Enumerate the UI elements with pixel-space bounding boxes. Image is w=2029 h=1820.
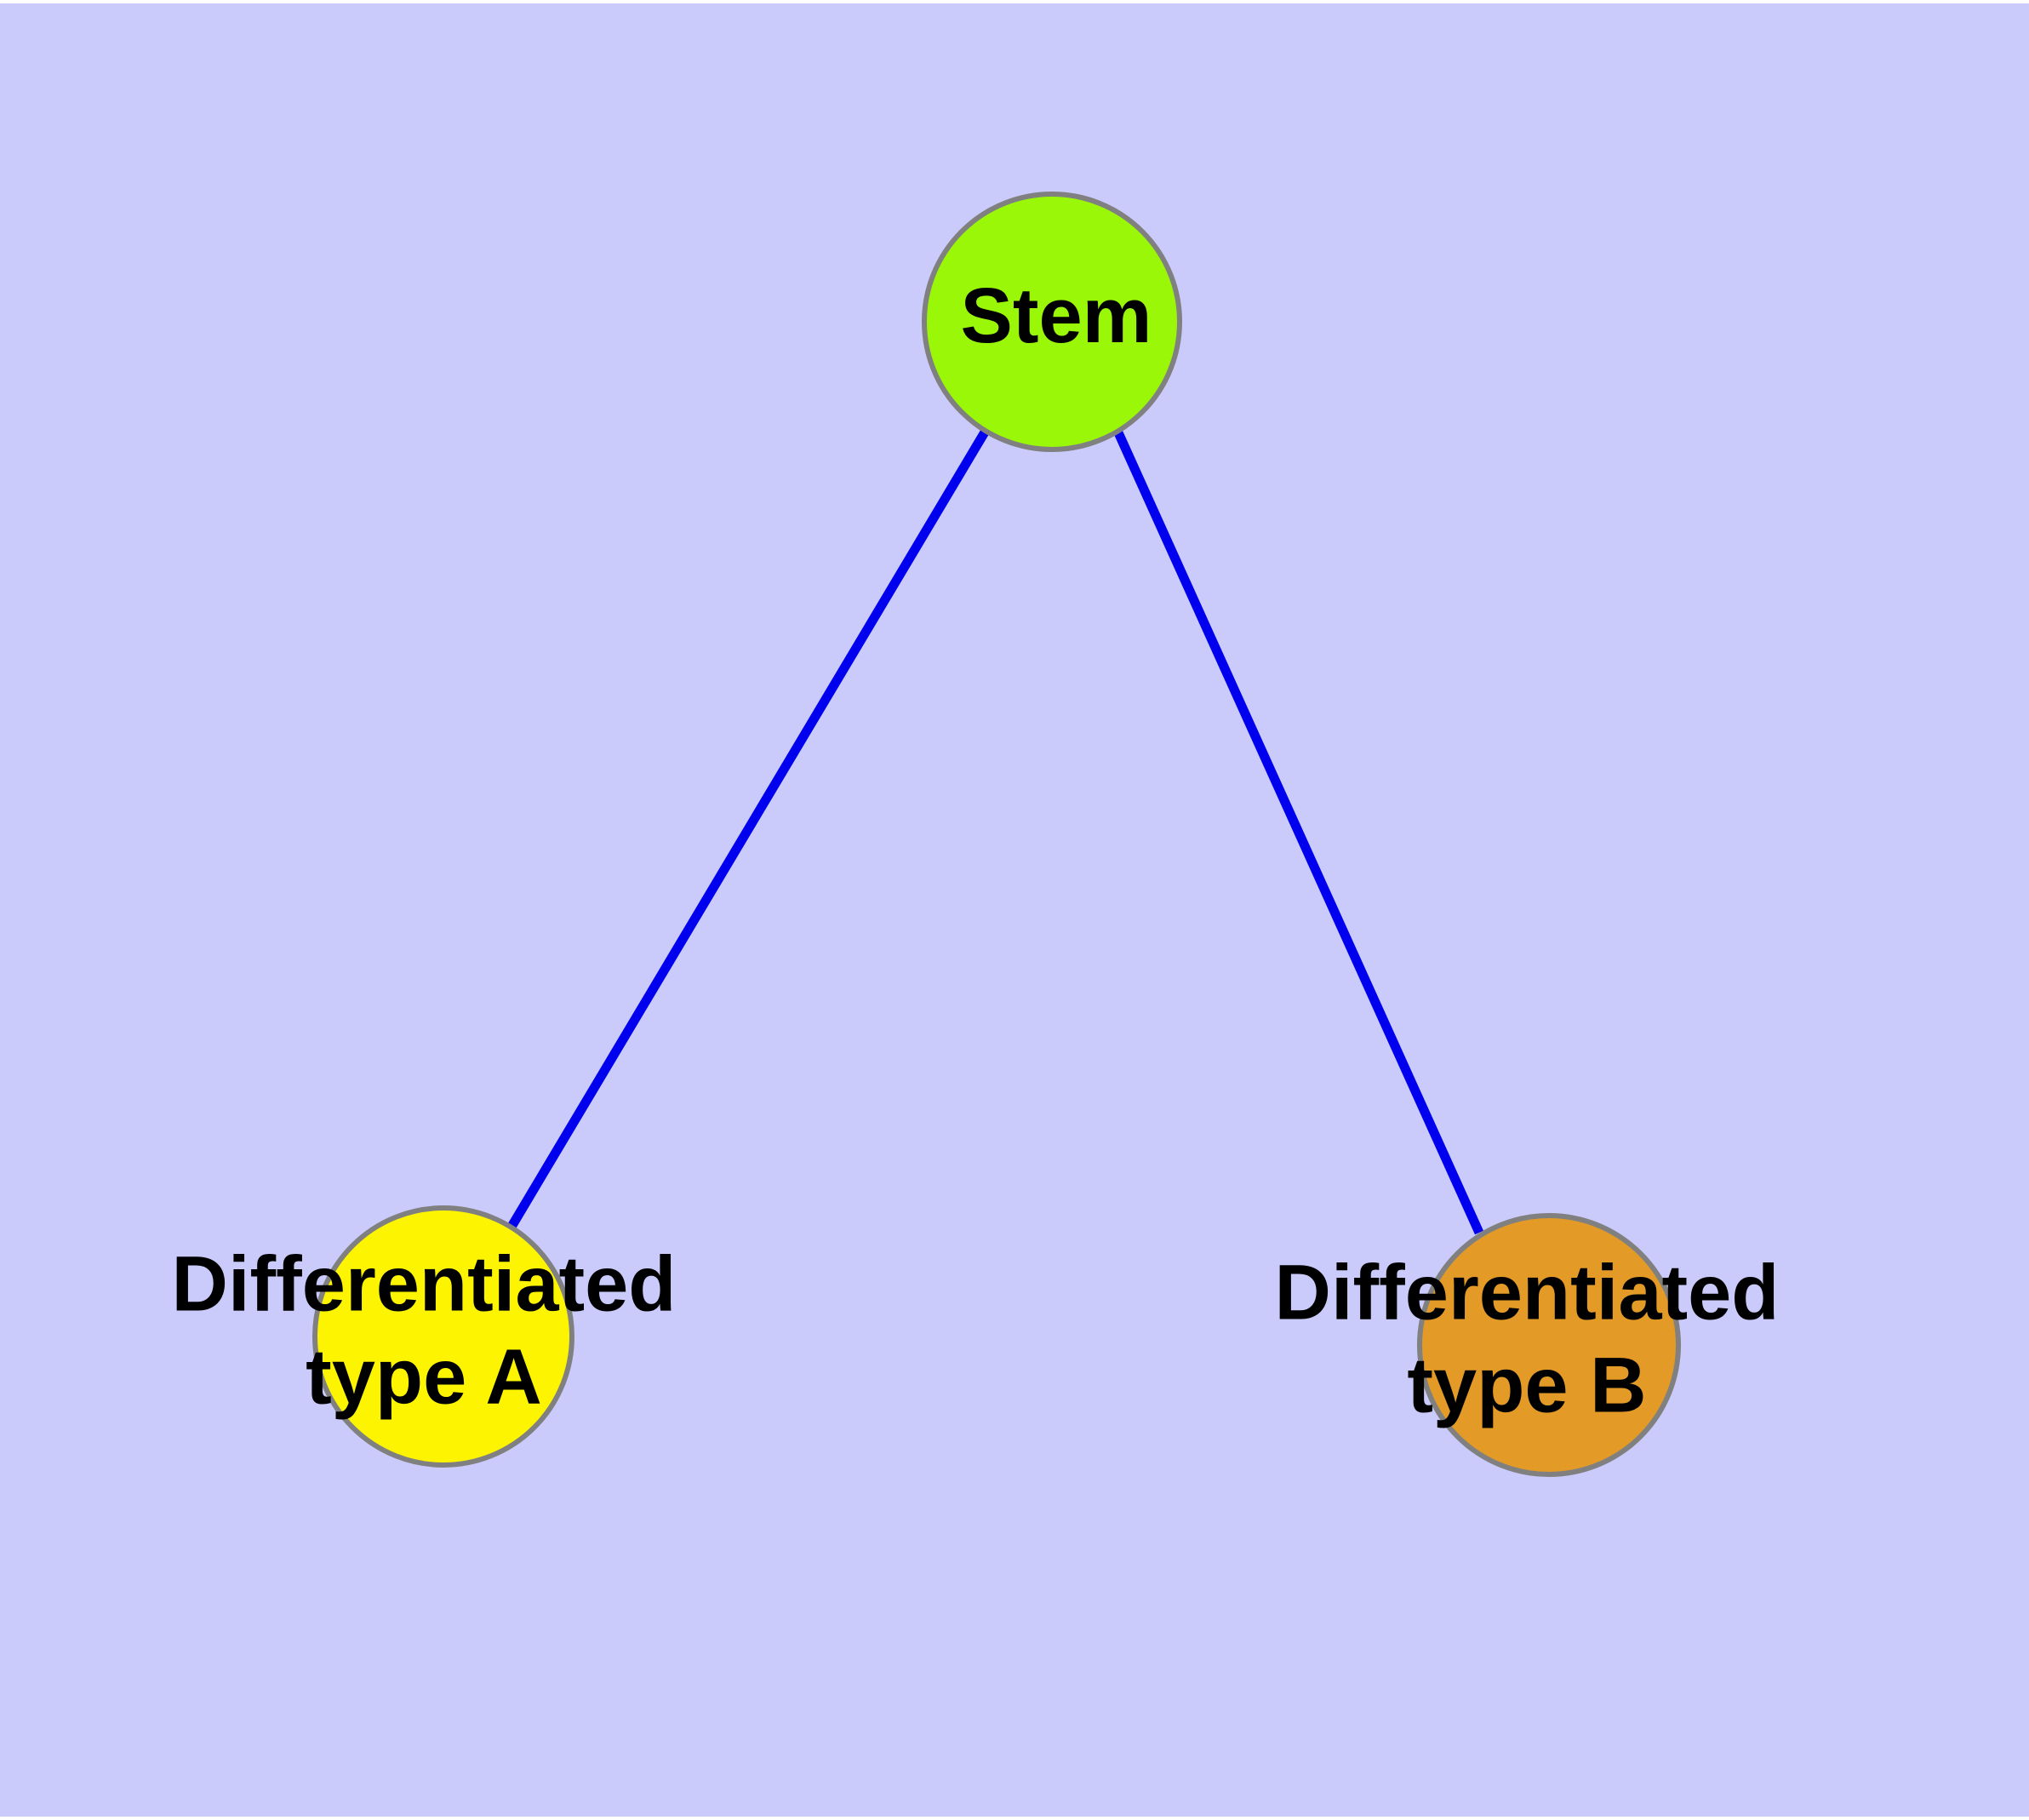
node-label-line: Differentiated — [1275, 1250, 1780, 1336]
graph-edge[interactable] — [507, 428, 990, 1229]
graph-edge[interactable] — [1112, 428, 1484, 1235]
node-label-stem: Stem — [961, 272, 1152, 359]
node-label-line: Differentiated — [172, 1241, 677, 1328]
nodes-layer — [312, 192, 1681, 1477]
graph-node-diff_b[interactable] — [1417, 1213, 1681, 1477]
node-label-line: type A — [306, 1334, 542, 1421]
edges-layer — [507, 428, 1484, 1235]
node-label-line: Stem — [961, 272, 1152, 359]
graph-node-diff_a[interactable] — [312, 1205, 574, 1468]
node-label-line: type B — [1407, 1342, 1646, 1429]
graph-node-stem[interactable] — [922, 192, 1182, 452]
